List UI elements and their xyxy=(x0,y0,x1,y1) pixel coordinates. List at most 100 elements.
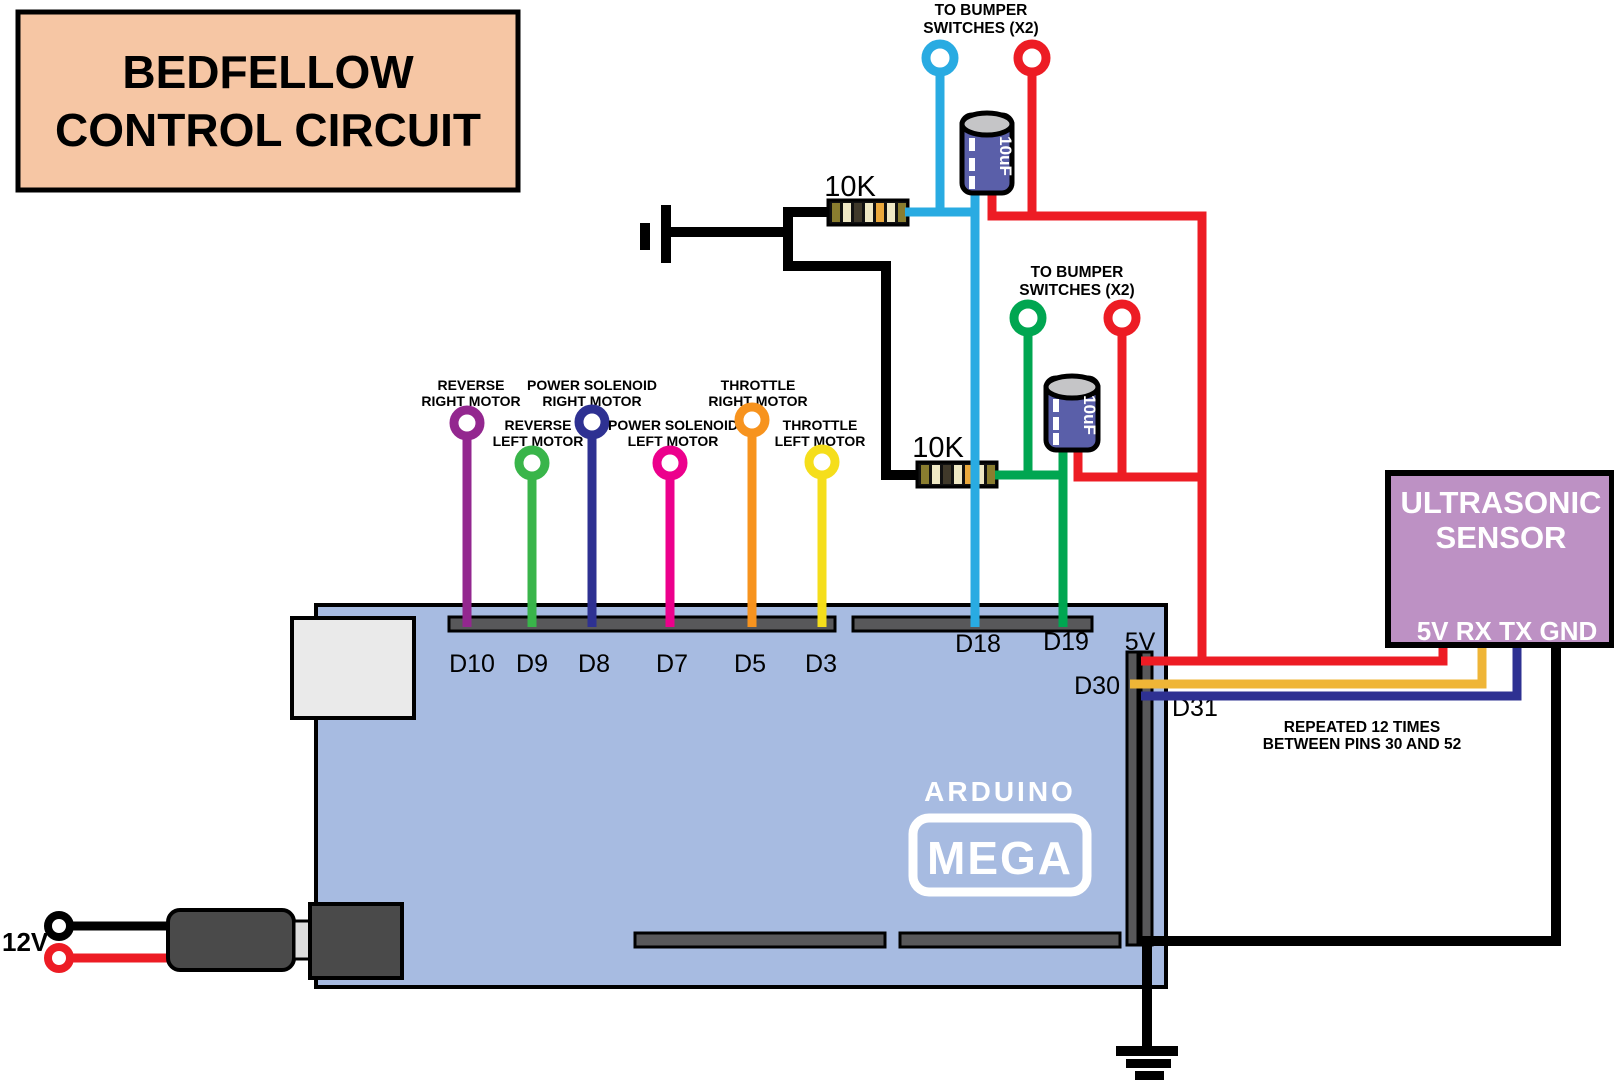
wire-d30-to-rx xyxy=(1130,640,1487,689)
bumper-terminal-red-icon xyxy=(1013,39,1051,77)
power-socket xyxy=(308,902,404,980)
motor-label-line2: RIGHT MOTOR xyxy=(708,393,807,409)
motor-label-line2: RIGHT MOTOR xyxy=(542,393,641,409)
pin-label-d7: D7 xyxy=(656,650,688,678)
pin-label-d10: D10 xyxy=(449,650,495,678)
terminal-12v-negative-icon xyxy=(44,943,74,973)
pin-label-d30: D30 xyxy=(1074,672,1120,700)
bumper-terminal-cyan-icon xyxy=(921,39,959,77)
motor-pin-d7: POWER SOLENOID LEFT MOTOR xyxy=(608,417,738,627)
sensor-wiring xyxy=(1116,640,1561,1080)
note-repeated: REPEATED 12 TIMES BETWEEN PINS 30 AND 52 xyxy=(1263,719,1461,753)
title-background xyxy=(15,9,521,193)
terminal-icon xyxy=(652,445,688,481)
pin-label-d3: D3 xyxy=(805,650,837,678)
motor-label-line2: RIGHT MOTOR xyxy=(421,393,520,409)
pin-header-bottom-left xyxy=(633,931,887,949)
capacitor-stripe xyxy=(969,176,975,189)
ultrasonic-sensor: ULTRASONIC SENSOR 5V RX TX GND xyxy=(1385,470,1614,648)
motor-label-line1: POWER SOLENOID xyxy=(608,417,738,433)
capacitor-stripe xyxy=(969,138,975,151)
pin-header-bottom-right xyxy=(898,931,1122,949)
motor-wire xyxy=(449,405,485,627)
motor-wire xyxy=(734,402,770,627)
bumper-net-top: TO BUMPER SWITCHES (X2) 10uF xyxy=(905,2,1207,665)
page-title-line2: CONTROL CIRCUIT xyxy=(55,104,481,156)
motor-wire xyxy=(804,444,840,627)
power-label: 12V xyxy=(2,927,49,957)
mega-badge-frame xyxy=(908,813,1092,897)
resistor-top-value: 10K xyxy=(824,171,876,203)
wire-red-vertical-main xyxy=(987,190,1207,665)
capacitor-top-cap xyxy=(959,110,1015,138)
capacitor-stripe xyxy=(1053,433,1059,445)
title-box: BEDFELLOW CONTROL CIRCUIT xyxy=(15,9,521,193)
wire-d31-to-tx xyxy=(1141,640,1522,701)
resistor-mid-value: 10K xyxy=(912,432,964,464)
wire-gnd-from-sensor xyxy=(1142,640,1561,1050)
bumper-mid-label-line1: TO BUMPER xyxy=(1031,264,1124,281)
motor-label-line2: LEFT MOTOR xyxy=(628,433,719,449)
bumper-mid-label-line2: SWITCHES (X2) xyxy=(1019,282,1134,299)
motor-label-line1: POWER SOLENOID xyxy=(527,377,657,393)
motor-label-line1: THROTTLE xyxy=(783,417,858,433)
barrel-plug xyxy=(166,908,296,972)
bumper-terminal-green-icon xyxy=(1009,299,1047,337)
arduino-board: 12V D10 D9 D8 D7 D5 D3 D18 D19 5V D30 D3… xyxy=(2,603,1218,989)
motor-pin-d8: POWER SOLENOID RIGHT MOTOR xyxy=(527,377,657,627)
terminal-icon xyxy=(804,444,840,480)
pin-labels: D10 D9 D8 D7 D5 D3 D18 D19 5V D30 D31 xyxy=(449,628,1218,722)
sensor-pin-labels: 5V RX TX GND xyxy=(1417,616,1598,646)
bumper-terminal-red-icon xyxy=(1103,299,1141,337)
pin-label-d9: D9 xyxy=(516,650,548,678)
wire-red-5v-mid xyxy=(1073,331,1202,482)
pin-label-5v: 5V xyxy=(1125,628,1156,656)
motor-label-line1: REVERSE xyxy=(438,377,505,393)
wire-ground-to-resistors xyxy=(783,207,920,480)
pin-header-right-a xyxy=(1125,650,1140,947)
motor-label-line2: LEFT MOTOR xyxy=(493,433,584,449)
motor-pin-d9: REVERSE LEFT MOTOR xyxy=(493,417,584,627)
ground-net-top xyxy=(640,205,920,480)
sensor-body xyxy=(1385,470,1614,648)
capacitor-stripe xyxy=(1053,417,1059,430)
motor-pin-d5: THROTTLE RIGHT MOTOR xyxy=(708,377,808,627)
resistor-icon xyxy=(915,460,999,489)
ground-icon xyxy=(1116,1046,1178,1080)
motor-wire xyxy=(514,445,550,627)
terminal-icon xyxy=(734,402,770,438)
terminal-12v-positive-icon xyxy=(44,911,74,941)
capacitor-mid: 10uF xyxy=(1043,373,1101,453)
bumper-net-mid: TO BUMPER SWITCHES (X2) 10uF xyxy=(995,264,1202,627)
board-body xyxy=(314,603,1168,989)
motor-label-line2: LEFT MOTOR xyxy=(775,433,866,449)
resistor-top: 10K xyxy=(824,171,910,227)
bumper-top-label-line1: TO BUMPER xyxy=(935,2,1028,19)
motor-wire xyxy=(574,404,610,627)
terminal-icon xyxy=(514,445,550,481)
motor-label-line1: REVERSE xyxy=(505,417,572,433)
pin-label-d18: D18 xyxy=(955,630,1001,658)
capacitor-stripe xyxy=(1053,399,1059,412)
wire-cyan-signal xyxy=(905,71,980,627)
terminal-icon xyxy=(449,405,485,441)
motor-pin-d3: THROTTLE LEFT MOTOR xyxy=(775,417,866,627)
sensor-title-line1: ULTRASONIC xyxy=(1401,485,1602,520)
note-line2: BETWEEN PINS 30 AND 52 xyxy=(1263,736,1461,753)
pin-label-d5: D5 xyxy=(734,650,766,678)
pin-header-top-left xyxy=(447,615,837,633)
capacitor-top-value: 10uF xyxy=(996,136,1015,176)
usb-connector xyxy=(290,616,416,720)
board-brand: ARDUINO xyxy=(924,776,1076,807)
wire-green-signal xyxy=(995,331,1068,627)
bumper-top-label-line2: SWITCHES (X2) xyxy=(923,20,1038,37)
motor-pin-d10: REVERSE RIGHT MOTOR xyxy=(421,377,521,627)
note-line1: REPEATED 12 TIMES xyxy=(1284,719,1440,736)
wire-red-5v-top xyxy=(987,71,1207,665)
capacitor-stripe xyxy=(969,158,975,171)
board-model: MEGA xyxy=(927,832,1073,884)
pin-label-d8: D8 xyxy=(578,650,610,678)
sensor-title-line2: SENSOR xyxy=(1436,520,1567,555)
